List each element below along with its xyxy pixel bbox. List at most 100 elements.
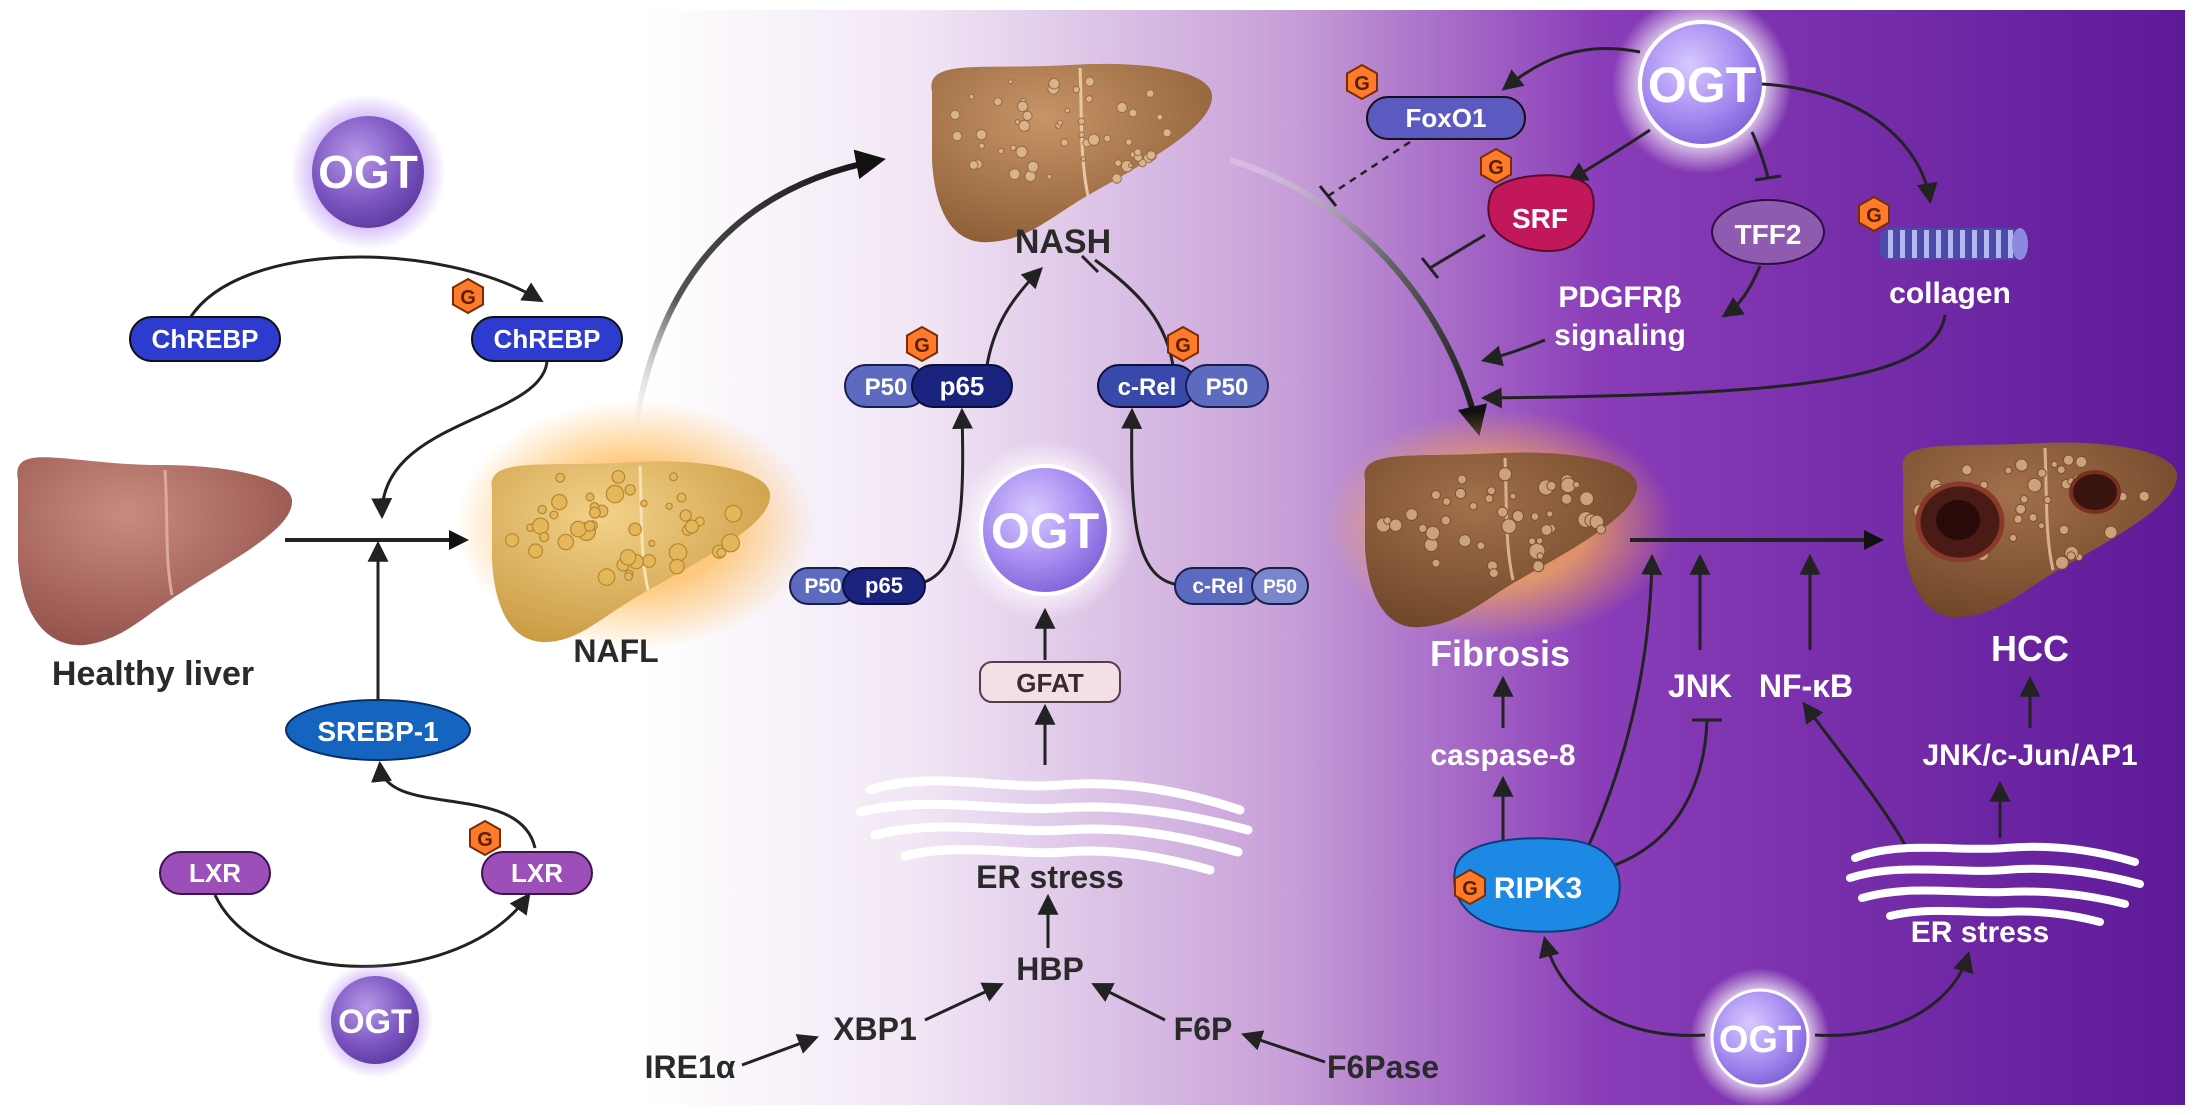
liver-texture-dot [1114, 159, 1122, 167]
glyco-hexagon-icon: G [1480, 147, 1512, 185]
liver-texture-dot [1057, 119, 1064, 126]
svg-text:LXR: LXR [511, 858, 563, 888]
liver-texture-dot [665, 502, 673, 510]
er-stress-right-label: ER stress [1911, 916, 2049, 949]
er-stress-label: ER stress [976, 859, 1124, 895]
liver-texture-dot [619, 549, 637, 566]
nafl-liver-icon [491, 461, 771, 643]
healthy-liver-label: Healthy liver [52, 655, 254, 693]
liver-texture-dot [648, 539, 656, 548]
liver-texture-dot [1484, 494, 1494, 504]
liver-texture-dot [624, 572, 633, 581]
svg-text:P50: P50 [804, 575, 841, 598]
liver-texture-dot [2062, 454, 2075, 466]
liver-texture-dot [1596, 524, 1606, 535]
liver-texture-dot [1133, 148, 1142, 157]
liver-texture-dot [1540, 524, 1553, 536]
svg-text:P50: P50 [1263, 577, 1297, 598]
glyco-hexagon-icon: G [452, 277, 484, 315]
liver-texture-dot [2028, 512, 2038, 523]
liver-texture-dot [1418, 523, 1428, 534]
srf-inhibition-line [1429, 233, 1486, 270]
liver-texture-dot [642, 554, 656, 568]
liver-texture-dot [1162, 128, 1172, 138]
hcc-liver-icon [1902, 442, 2178, 618]
liver-texture-dot [1008, 79, 1014, 85]
liver-texture-dot [585, 492, 595, 502]
liver-texture-dot [555, 472, 566, 483]
liver-texture-dot [624, 484, 636, 496]
svg-text:p65: p65 [940, 371, 985, 401]
tff2-protein: TFF2 [1711, 199, 1825, 265]
liver-texture-dot [1497, 467, 1513, 482]
f6pase-to-f6p-arrow [1241, 1030, 1326, 1064]
svg-text:G: G [1488, 157, 1504, 179]
foxo1-inhibition-dashed [1327, 140, 1411, 198]
liver-texture-dot [570, 520, 587, 538]
ripk3-to-progression-arrow [1580, 553, 1663, 861]
liver-texture-dot [1440, 515, 1451, 526]
svg-text:OGT: OGT [1648, 57, 1756, 113]
ogt-to-ripk3-arrow [1538, 935, 1706, 1037]
liver-texture-dot [1546, 510, 1554, 518]
liver-texture-dot [2037, 468, 2047, 478]
nash-to-fibrosis-arrow [1229, 157, 1488, 436]
svg-text:RIPK3: RIPK3 [1494, 872, 1582, 905]
glyco-hexagon-icon: G [1167, 325, 1199, 363]
liver-texture-dot [1442, 497, 1451, 507]
liver-texture-dot [676, 492, 687, 503]
glyco-hexagon-icon: G [1858, 195, 1890, 233]
liver-texture-dot [968, 93, 975, 100]
nash-liver-icon [931, 63, 1213, 243]
caspase8-label: caspase-8 [1430, 739, 1575, 772]
svg-text:GFAT: GFAT [1016, 668, 1084, 698]
liver-texture-dot [1103, 134, 1112, 143]
liver-texture-dot [1116, 101, 1128, 114]
svg-text:ChREBP: ChREBP [152, 324, 259, 354]
svg-text:OGT: OGT [338, 1003, 412, 1041]
p50-p65-complex-glycosylated: P50 p65 [844, 364, 1013, 408]
liver-texture-dot [2054, 555, 2069, 570]
healthy-liver-icon [17, 457, 293, 646]
nafl-label: NAFL [573, 633, 658, 669]
pdgfrb-label-line2: signaling [1554, 319, 1686, 352]
liver-texture-dot [1080, 156, 1087, 162]
liver-texture-dot [1488, 568, 1499, 579]
ire1a-label: IRE1α [645, 1049, 736, 1085]
chrebp-glycosylated-pill: ChREBP [471, 316, 623, 362]
liver-texture-dot [2138, 490, 2150, 502]
crel-inhibits-nash [1094, 258, 1177, 381]
collagen-stripe [1888, 230, 1893, 258]
liver-texture-dot [669, 558, 685, 575]
liver-texture-dot [721, 533, 740, 553]
liver-texture-dot [528, 543, 544, 559]
svg-text:OGT: OGT [991, 503, 1099, 559]
liver-texture-dot [1146, 150, 1157, 161]
liver-texture-dot [1572, 481, 1581, 489]
ogt-sphere-icon: OGT [1638, 20, 1766, 148]
glyco-hexagon-icon: G [1346, 63, 1378, 101]
liver-texture-dot [628, 522, 642, 537]
liver-texture-dot [668, 543, 688, 562]
ogt-sphere-icon: OGT [1710, 988, 1810, 1088]
liver-texture-dot [997, 148, 1005, 155]
nafl-to-nash-arrow [629, 149, 886, 451]
er-membrane-icon [855, 776, 1253, 875]
er-to-nfkb-arrow [1802, 701, 1907, 846]
liver-texture-dot [993, 97, 1003, 107]
liver-texture-dot [1008, 168, 1021, 181]
liver-texture-dot [1536, 552, 1544, 560]
ogt-sphere-icon: OGT [312, 116, 424, 228]
liver-texture-dot [605, 484, 625, 504]
liver-texture-dot [1496, 506, 1509, 518]
liver-texture-dot [1077, 117, 1086, 126]
srf-protein: SRF [1487, 174, 1595, 252]
er-membrane-icon [1846, 842, 2144, 926]
liver-texture-dot [2013, 514, 2023, 524]
liver-texture-dot [537, 504, 547, 515]
svg-text:G: G [1354, 73, 1370, 95]
ogt-to-p65-arrow [911, 407, 973, 587]
liver-texture-dot [1431, 558, 1441, 568]
liver-texture-dot [1064, 107, 1071, 114]
